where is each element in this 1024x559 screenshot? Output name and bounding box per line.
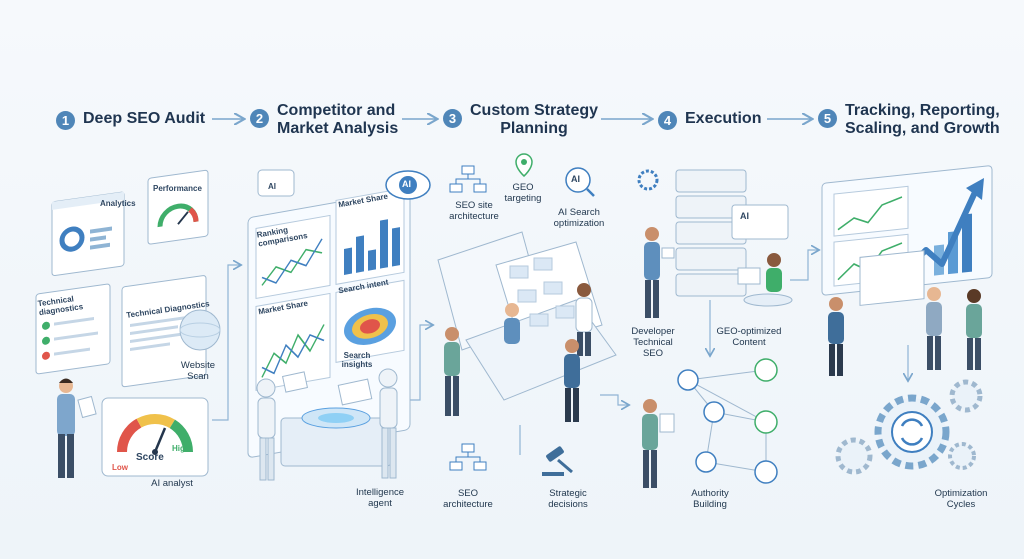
- seo-architecture-line1: SEO: [436, 488, 500, 499]
- growth-person-middle: [926, 287, 942, 370]
- growth-illustration: [816, 150, 1016, 510]
- competitor-illustration: [236, 150, 436, 505]
- developer-line1: Developer: [620, 326, 686, 337]
- analyst-person: [57, 379, 96, 479]
- geo-content-line2: Content: [704, 337, 794, 348]
- website-scan-globe: [180, 310, 220, 350]
- performance-panel: [148, 170, 208, 244]
- authority-person: [642, 399, 674, 488]
- geo-content-label: GEO-optimized Content: [704, 326, 794, 348]
- ai-analyst-label: AI analyst: [142, 478, 202, 489]
- search-insights-label: Search insights: [337, 351, 377, 369]
- strategic-decisions-line1: Strategic: [538, 488, 598, 499]
- optimization-line2: Cycles: [918, 499, 1004, 510]
- website-scan-line1: Website: [178, 360, 218, 371]
- intelligence-agent-line2: agent: [350, 498, 410, 509]
- growth-person-left: [828, 297, 844, 376]
- ai-chip-label: AI: [268, 182, 276, 191]
- strategic-decisions-label: Strategic decisions: [538, 488, 598, 510]
- seo-site-architecture-line2: architecture: [444, 211, 504, 222]
- intelligence-agent-label: Intelligence agent: [350, 487, 410, 509]
- ai-content-badge: AI: [740, 212, 749, 221]
- geo-targeting-label: GEO targeting: [498, 182, 548, 204]
- performance-label: Performance: [153, 184, 202, 193]
- robot-left: [257, 379, 275, 480]
- authority-line2: Building: [678, 499, 742, 510]
- seo-site-architecture-line1: SEO site: [444, 200, 504, 211]
- small-growth-chart: [860, 251, 924, 306]
- strategic-decisions-line2: decisions: [538, 499, 598, 510]
- seo-architecture-label: SEO architecture: [436, 488, 500, 510]
- gauge-score-label: Score: [136, 453, 164, 462]
- developer-label: Developer Technical SEO: [620, 326, 686, 359]
- planner-person-left: [444, 327, 460, 416]
- location-node-icon: [755, 359, 777, 381]
- authority-building-label: Authority Building: [678, 488, 742, 510]
- link-node-icon: [696, 452, 716, 472]
- ai-search-line2: optimization: [546, 218, 612, 229]
- seo-site-architecture-label: SEO site architecture: [444, 200, 504, 222]
- ai-chip-icon: [258, 170, 294, 196]
- search-insights-line2: insights: [337, 360, 377, 369]
- seo-architecture-icon: [450, 444, 486, 470]
- location-node-icon-2: [755, 411, 777, 433]
- geo-content-line1: GEO-optimized: [704, 326, 794, 337]
- gavel-icon: [542, 446, 572, 476]
- geo-targeting-line1: GEO: [498, 182, 548, 193]
- authority-line1: Authority: [678, 488, 742, 499]
- optimization-gears-icon: [838, 382, 980, 472]
- search-insights-line1: Search: [337, 351, 377, 360]
- ai-search-optimization-label: AI Search optimization: [546, 207, 612, 229]
- globe-node-icon-2: [704, 402, 724, 422]
- gauge-low-label: Low: [112, 463, 128, 472]
- ai-search-line1: AI Search: [546, 207, 612, 218]
- ai-search-badge: AI: [571, 175, 580, 184]
- developer-person: [644, 227, 674, 318]
- geo-pin-icon: [516, 154, 532, 176]
- geo-targeting-line2: targeting: [498, 193, 548, 204]
- website-scan-line2: Scan: [178, 371, 218, 382]
- settings-gear-icon: [639, 171, 657, 189]
- developer-line2: Technical: [620, 337, 686, 348]
- ai-eye-label: AI: [402, 180, 411, 189]
- search-node-icon: [755, 461, 777, 483]
- optimization-line1: Optimization: [918, 488, 1004, 499]
- developer-line3: SEO: [620, 348, 686, 359]
- globe-node-icon: [678, 370, 698, 390]
- analytics-label: Analytics: [100, 199, 136, 208]
- intelligence-agent-line1: Intelligence: [350, 487, 410, 498]
- site-architecture-icon: [450, 166, 486, 192]
- growth-person-right: [966, 289, 982, 370]
- optimization-cycles-label: Optimization Cycles: [918, 488, 1004, 510]
- website-scan-label: Website Scan: [178, 360, 218, 382]
- gauge-high-label: High: [172, 444, 190, 453]
- planner-person-center: [504, 303, 520, 344]
- seo-architecture-line2: architecture: [436, 499, 500, 510]
